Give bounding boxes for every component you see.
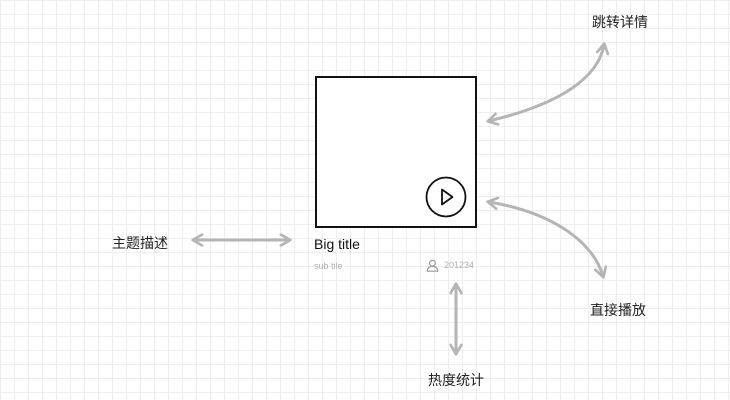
annotation-topic-description: 主题描述 — [112, 235, 168, 251]
play-button[interactable] — [425, 176, 467, 218]
play-count-stat: 201234 — [426, 258, 474, 272]
card-big-title[interactable]: Big title — [314, 236, 360, 252]
arrow-play-direct — [486, 196, 608, 279]
user-icon — [426, 259, 439, 272]
annotation-jump-detail: 跳转详情 — [592, 14, 648, 30]
annotation-hot-stats: 热度统计 — [428, 372, 484, 388]
play-icon — [425, 176, 467, 218]
card-sub-title: sub tile — [314, 261, 343, 271]
video-card-thumbnail[interactable] — [315, 76, 477, 228]
arrow-jump-detail — [486, 42, 610, 126]
annotation-direct-play: 直接播放 — [590, 302, 646, 318]
play-count-value: 201234 — [444, 260, 475, 270]
